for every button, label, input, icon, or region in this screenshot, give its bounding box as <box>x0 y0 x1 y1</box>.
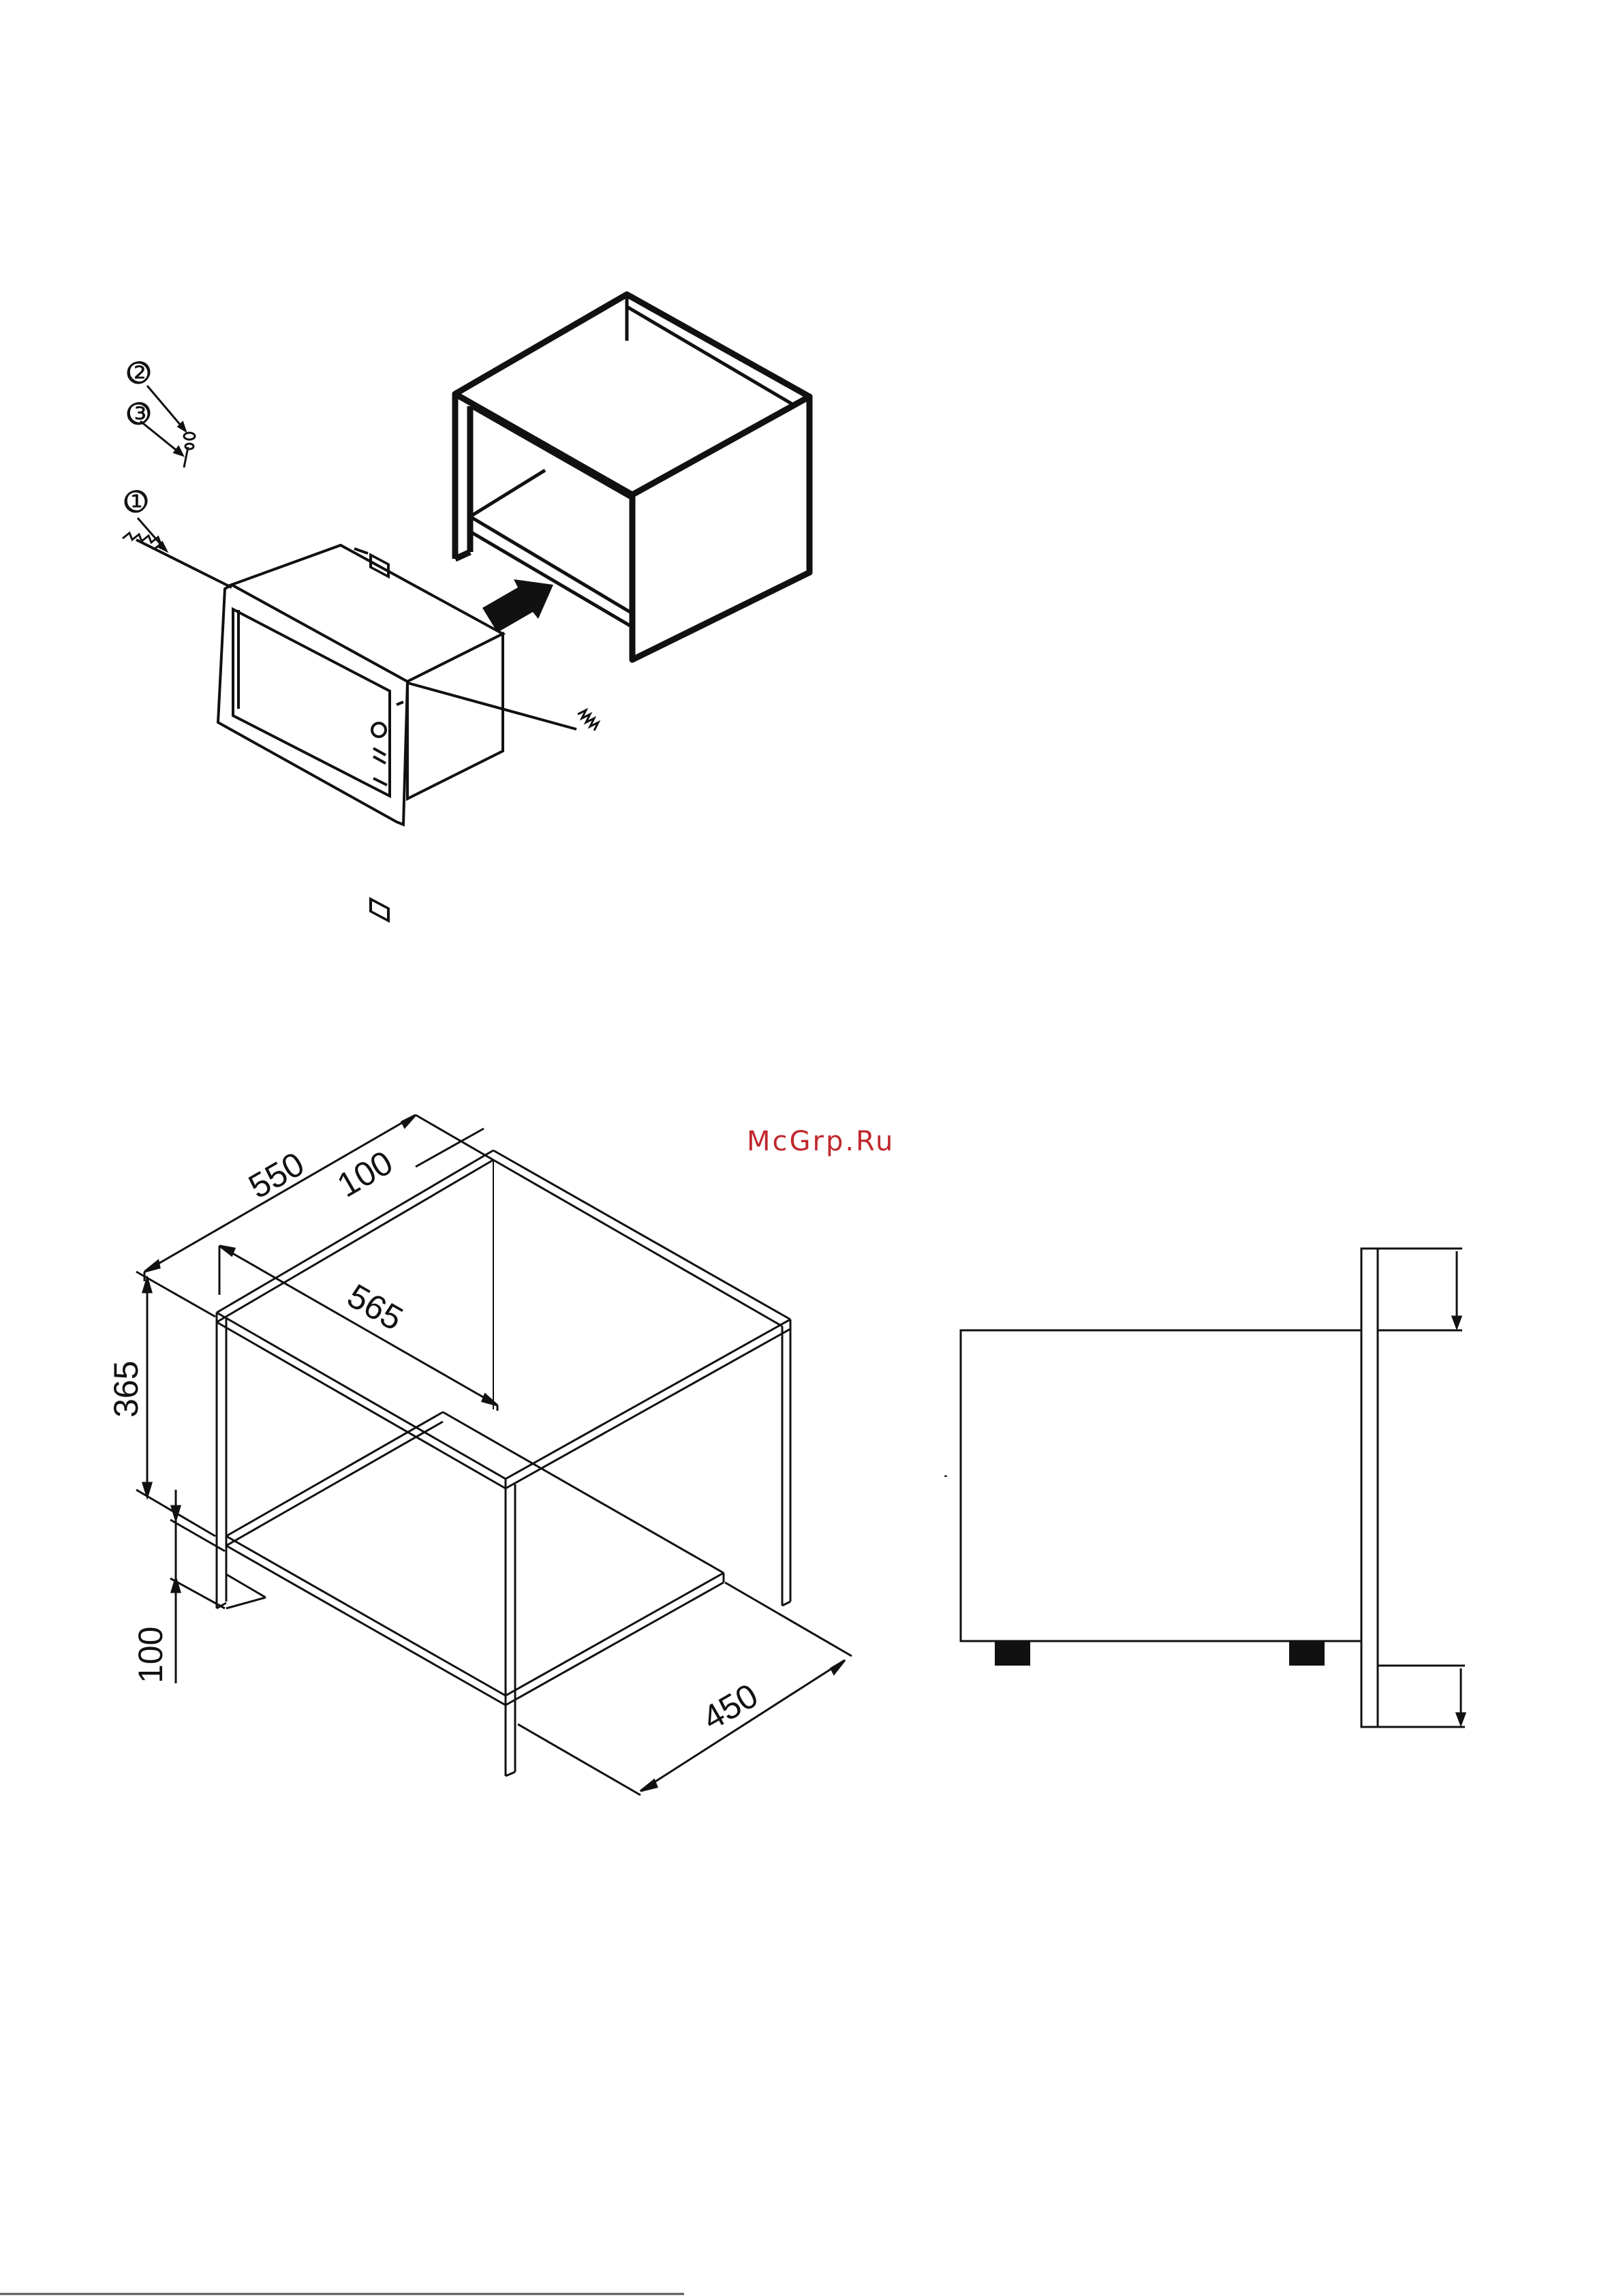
microwave-side-view <box>944 1249 1465 1727</box>
callout-1: ① <box>124 485 150 518</box>
dim-bottom-gap: 100 <box>132 1627 170 1683</box>
insert-arrow-icon <box>482 579 553 632</box>
screw-bracket-left <box>123 533 232 587</box>
dim-height: 365 <box>107 1361 145 1418</box>
watermark-text: McGrp.Ru <box>747 1126 895 1157</box>
dim-depth-top: 550 <box>243 1144 311 1206</box>
callout-3: ③ <box>127 397 153 430</box>
washer-part <box>184 433 195 440</box>
callout-2: ② <box>127 356 153 389</box>
dim-depth-bottom: 450 <box>696 1676 764 1737</box>
installation-diagram <box>123 294 809 921</box>
dim-back-gap: 100 <box>331 1143 399 1204</box>
dim-width: 565 <box>341 1276 409 1338</box>
microwave-oven <box>218 545 503 921</box>
screw-part <box>184 444 194 468</box>
